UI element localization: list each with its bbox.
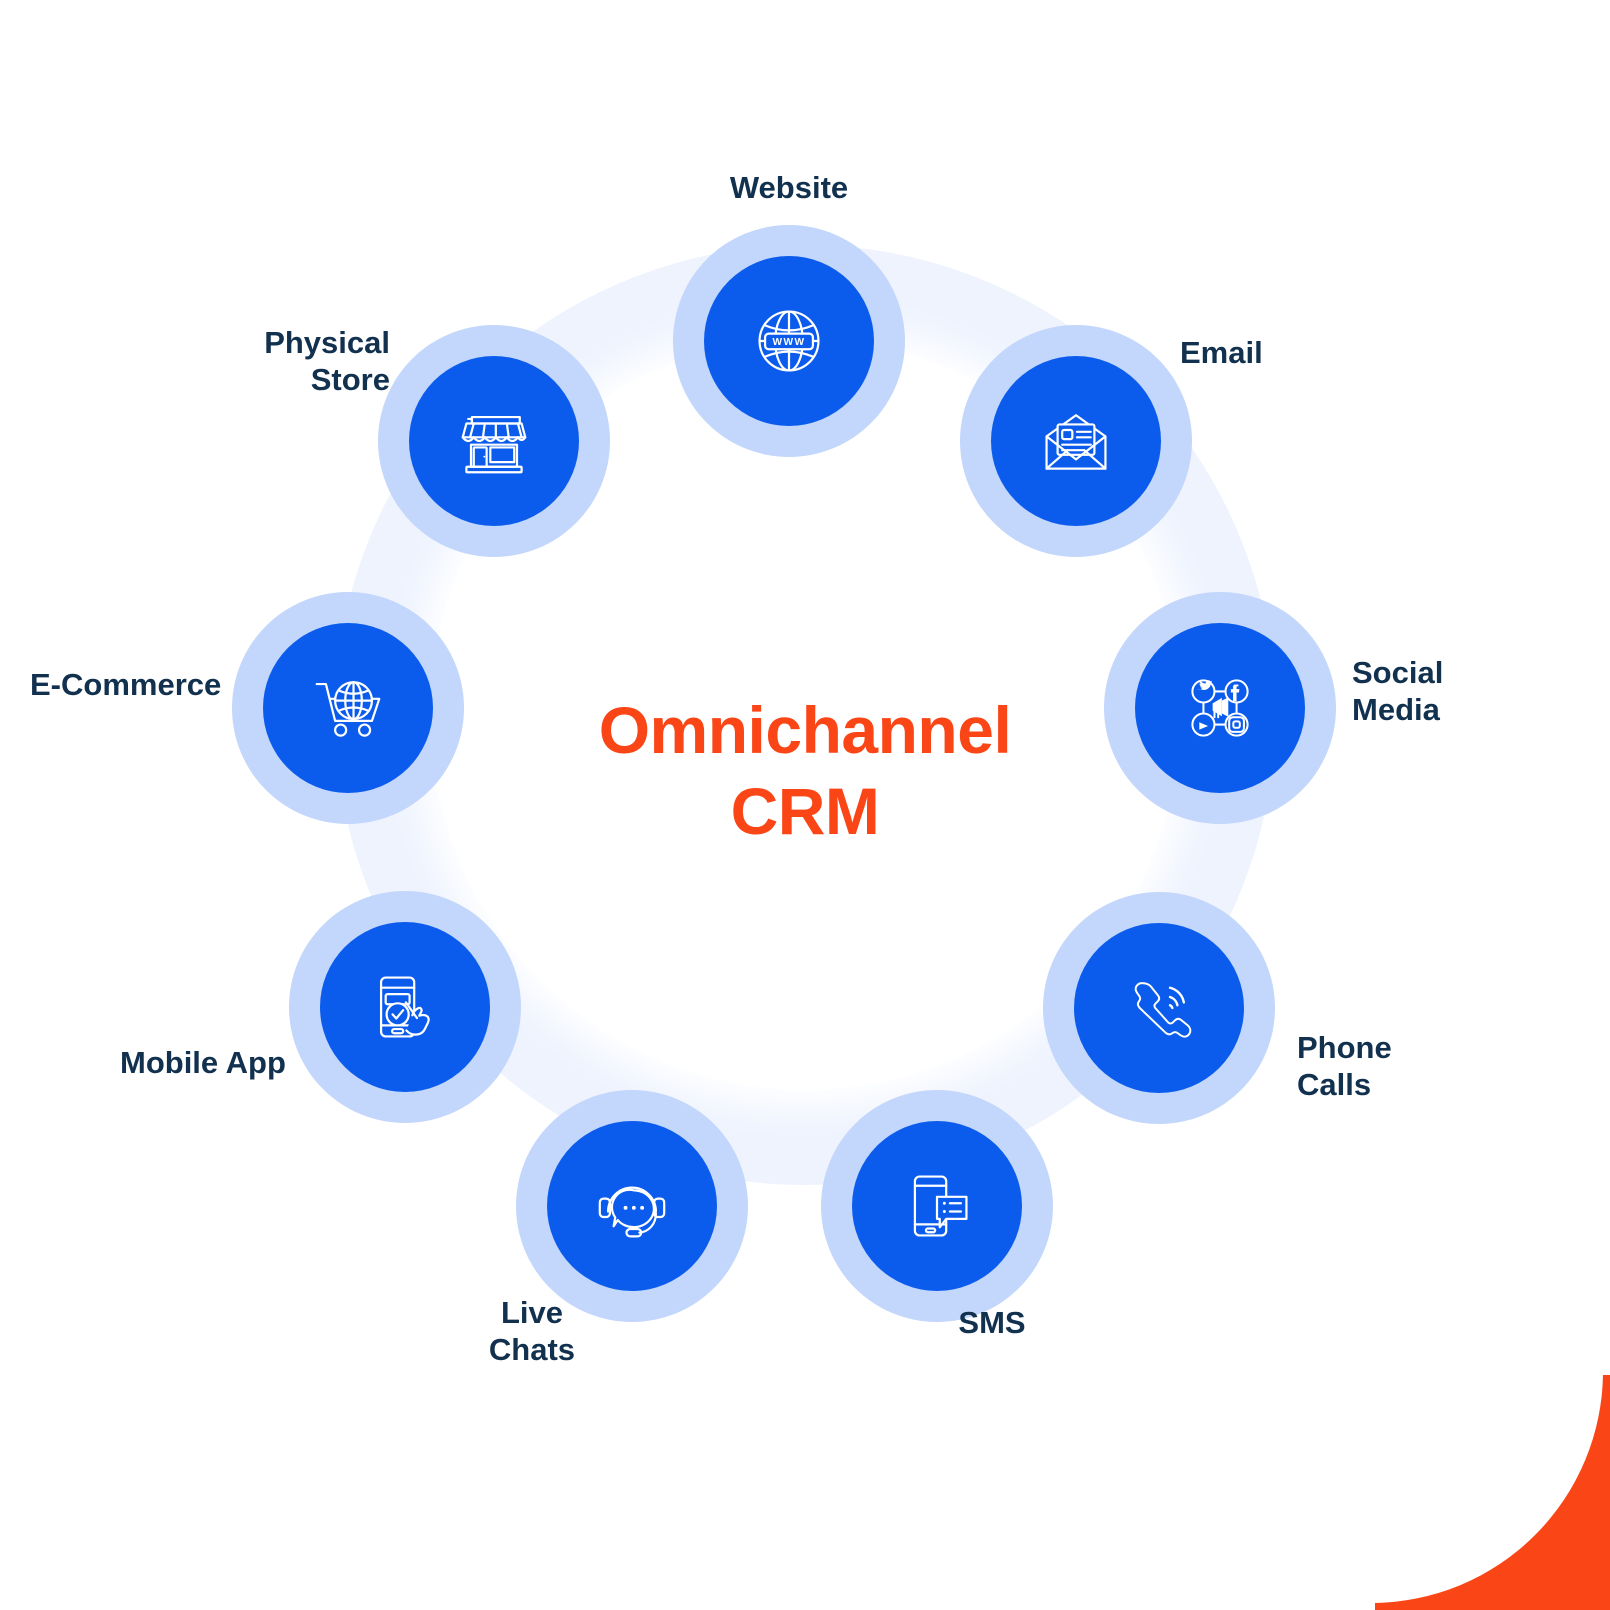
node-phone-calls[interactable] bbox=[1043, 892, 1275, 1124]
label-social-media: Social Media bbox=[1352, 655, 1444, 727]
node-live-chats-core bbox=[547, 1121, 717, 1291]
node-social-media-core bbox=[1135, 623, 1305, 793]
node-sms[interactable] bbox=[821, 1090, 1053, 1322]
svg-text:WWW: WWW bbox=[772, 337, 805, 348]
storefront-icon bbox=[461, 415, 527, 474]
globe-www-icon: WWW bbox=[758, 310, 820, 372]
label-website: Website bbox=[729, 170, 849, 205]
node-physical-store-core bbox=[409, 356, 579, 526]
headset-chat-icon bbox=[598, 1186, 666, 1238]
node-physical-store[interactable] bbox=[378, 325, 610, 557]
label-email: Email bbox=[1180, 335, 1263, 370]
phone-message-bubble-icon bbox=[913, 1175, 968, 1237]
corner-accent-swoosh bbox=[1375, 1375, 1610, 1610]
page-title: Omnichannel CRM bbox=[598, 693, 1012, 848]
node-email-core bbox=[991, 356, 1161, 526]
social-network-megaphone-icon bbox=[1191, 679, 1249, 737]
label-e-commerce: E-Commerce bbox=[30, 667, 222, 702]
node-social-media[interactable] bbox=[1104, 592, 1336, 824]
label-live-chats: Live Chats bbox=[488, 1295, 576, 1367]
node-mobile-app-core bbox=[320, 922, 490, 1092]
node-email[interactable] bbox=[960, 325, 1192, 557]
open-envelope-icon bbox=[1045, 414, 1107, 470]
node-e-commerce-core bbox=[263, 623, 433, 793]
label-physical-store: Physical Store bbox=[264, 325, 390, 397]
label-mobile-app: Mobile App bbox=[120, 1045, 286, 1080]
node-phone-calls-core bbox=[1074, 923, 1244, 1093]
node-live-chats[interactable] bbox=[516, 1090, 748, 1322]
node-sms-core bbox=[852, 1121, 1022, 1291]
cart-globe-icon bbox=[315, 681, 381, 737]
phone-tap-check-icon bbox=[379, 976, 430, 1038]
node-website[interactable]: WWW bbox=[673, 225, 905, 457]
label-phone-calls: Phone Calls bbox=[1297, 1030, 1392, 1102]
node-mobile-app[interactable] bbox=[289, 891, 521, 1123]
phone-handset-waves-icon bbox=[1134, 982, 1192, 1038]
label-sms: SMS bbox=[958, 1305, 1026, 1340]
node-website-core: WWW bbox=[704, 256, 874, 426]
node-e-commerce[interactable] bbox=[232, 592, 464, 824]
